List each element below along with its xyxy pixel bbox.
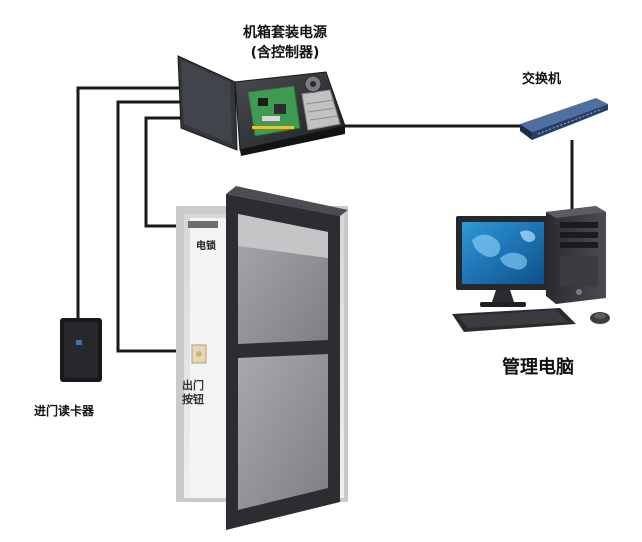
wire-reader bbox=[76, 86, 180, 318]
controller-box bbox=[177, 55, 346, 156]
network-switch bbox=[520, 98, 608, 140]
label-exit-button-line2: 按钮 bbox=[182, 393, 204, 406]
label-controller-box-sub: (含控制器) bbox=[250, 45, 320, 61]
door-leaf bbox=[226, 186, 348, 530]
label-controller-box: 机箱套装电源 bbox=[243, 25, 327, 41]
pc-screen bbox=[462, 222, 544, 284]
label-electric-lock: 电锁 bbox=[196, 241, 216, 252]
label-card-reader: 进门读卡器 bbox=[34, 404, 95, 418]
wire-exit-button bbox=[116, 100, 192, 353]
label-management-pc: 管理电脑 bbox=[502, 357, 574, 378]
door-glass-lower bbox=[238, 354, 328, 510]
label-switch: 交换机 bbox=[522, 72, 562, 87]
label-exit-button-line1: 出门 bbox=[182, 379, 204, 392]
electric-lock bbox=[188, 221, 218, 228]
pc-tower bbox=[546, 206, 606, 304]
management-pc bbox=[452, 206, 610, 332]
card-reader bbox=[60, 318, 102, 382]
